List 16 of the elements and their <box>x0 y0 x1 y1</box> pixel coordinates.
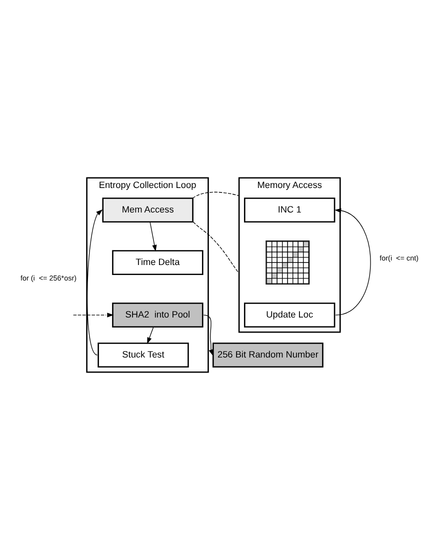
node-box: Update Loc <box>244 302 336 327</box>
node-box: Time Delta <box>112 250 204 274</box>
connector <box>192 221 240 274</box>
arrow <box>86 208 103 355</box>
edge-label: for(i <= cnt) <box>380 253 418 262</box>
edge-label: for (i <= 256*osr) <box>20 272 76 282</box>
arrow <box>73 312 114 317</box>
node-box: Mem Access <box>102 197 194 222</box>
arrow <box>150 221 157 252</box>
node-box: 256 Bit Random Number <box>212 342 324 368</box>
connector <box>192 191 240 198</box>
arrow <box>147 326 154 344</box>
node-box: SHA2 into Pool <box>112 302 204 327</box>
node-box: INC 1 <box>244 197 336 222</box>
node-box: Stuck Test <box>98 342 189 368</box>
arrow <box>334 208 371 315</box>
